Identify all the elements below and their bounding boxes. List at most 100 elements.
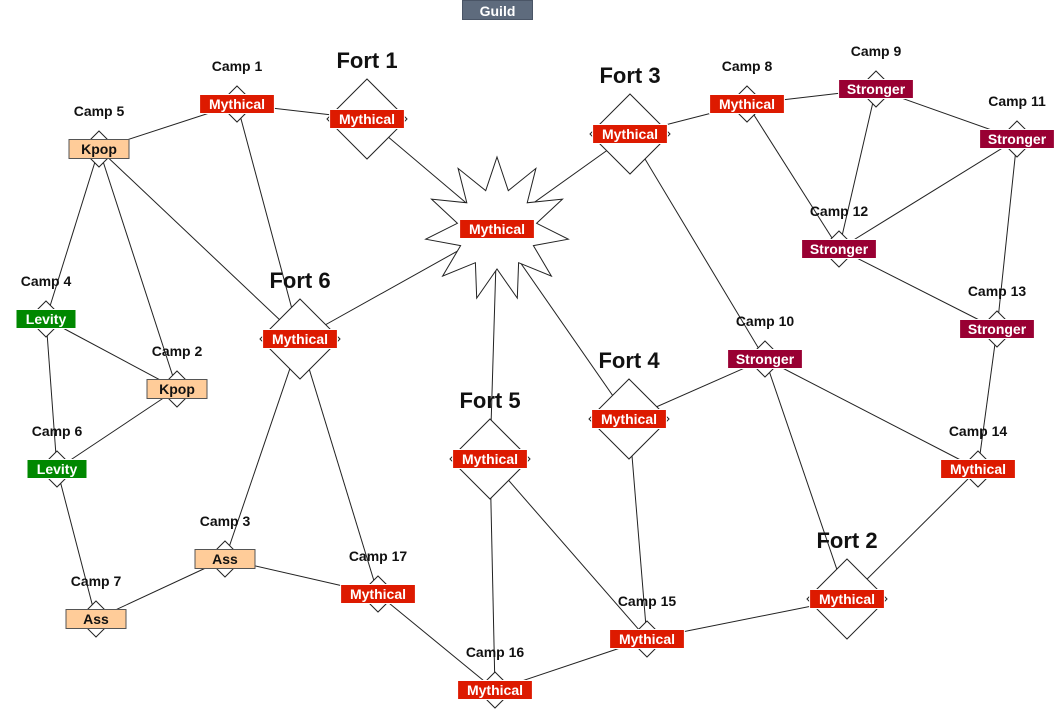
connection-line [236, 103, 301, 340]
camp-owner-badge [959, 319, 1035, 339]
fort-owner-badge [591, 409, 667, 429]
camp-name-label: Camp 1 [212, 58, 263, 74]
connection-line [299, 338, 379, 595]
camp-11-node[interactable]: Stronger Camp 11 [979, 93, 1055, 158]
fort-name-label: Fort 1 [336, 48, 397, 73]
camp-name-label: Camp 10 [736, 313, 795, 329]
camp-owner-badge [68, 139, 130, 159]
connection-line [56, 468, 97, 620]
camp-name-label: Camp 6 [32, 423, 83, 439]
camp-owner-label: Stronger [988, 131, 1047, 147]
camp-owner-label: Mythical [619, 631, 675, 647]
camp-13-node[interactable]: Stronger Camp 13 [959, 283, 1035, 348]
connection-line [56, 388, 178, 470]
camp-owner-badge [146, 379, 208, 399]
camp-owner-label: Stronger [847, 81, 906, 97]
camp-owner-label: Mythical [950, 461, 1006, 477]
connection-line [489, 458, 648, 640]
camp-owner-badge [65, 609, 127, 629]
connection-line [45, 148, 100, 320]
connection-line [98, 148, 178, 390]
fort-owner-label: Mythical [819, 591, 875, 607]
camp-owner-badge [801, 239, 877, 259]
camp-owner-badge [727, 349, 803, 369]
camp-name-label: Camp 11 [988, 93, 1046, 109]
connection-line [98, 148, 301, 340]
connection-line [746, 103, 840, 250]
camp-name-label: Camp 3 [200, 513, 251, 529]
camp-owner-badge [199, 94, 275, 114]
camp-owner-label: Mythical [719, 96, 775, 112]
camp-1-node[interactable]: Mythical Camp 1 [199, 58, 275, 123]
fort-name-label: Fort 4 [598, 348, 660, 373]
camp-name-label: Camp 7 [71, 573, 122, 589]
connection-line [377, 593, 496, 691]
camp-10-node[interactable]: Stronger Camp 10 [727, 313, 803, 378]
connection-line [996, 138, 1018, 330]
fort-owner-badge [592, 124, 668, 144]
camp-name-label: Camp 16 [466, 644, 525, 660]
fort-owner-badge [809, 589, 885, 609]
fort-1-node[interactable]: Mythical Fort 1 [326, 48, 408, 160]
camp-owner-label: Stronger [736, 351, 795, 367]
camp-owner-badge [940, 459, 1016, 479]
fort-owner-label: Mythical [339, 111, 395, 127]
connection-line [838, 248, 998, 330]
camp-owner-label: Levity [26, 311, 67, 327]
camp-name-label: Camp 14 [949, 423, 1008, 439]
fort-owner-label: Mythical [462, 451, 518, 467]
camp-owner-badge [194, 549, 256, 569]
fort-name-label: Fort 5 [459, 388, 520, 413]
fort-name-label: Fort 2 [816, 528, 877, 553]
camp-owner-label: Ass [212, 551, 238, 567]
camp-4-node[interactable]: Levity Camp 4 [15, 273, 77, 338]
camp-15-node[interactable]: Mythical Camp 15 [609, 593, 685, 658]
fort-owner-badge [329, 109, 405, 129]
camp-owner-label: Stronger [968, 321, 1027, 337]
connection-line [224, 338, 301, 560]
camp-name-label: Camp 5 [74, 103, 125, 119]
connection-line [838, 138, 1018, 250]
camp-owner-badge [15, 309, 77, 329]
camp-owner-badge [609, 629, 685, 649]
fort-2-node[interactable]: Mythical Fort 2 [806, 528, 888, 640]
camp-14-node[interactable]: Mythical Camp 14 [940, 423, 1016, 488]
camp-name-label: Camp 15 [618, 593, 677, 609]
camp-owner-label: Mythical [209, 96, 265, 112]
camp-owner-badge [838, 79, 914, 99]
camp-3-node[interactable]: Ass Camp 3 [194, 513, 256, 578]
camp-name-label: Camp 4 [21, 273, 72, 289]
fort-5-node[interactable]: Mythical Fort 5 [449, 388, 531, 500]
connection-line [977, 328, 998, 470]
connection-line [846, 468, 979, 600]
fort-owner-badge [452, 449, 528, 469]
center-owner-badge [459, 219, 535, 239]
fort-4-node[interactable]: Mythical Fort 4 [588, 348, 670, 460]
center-castle-node[interactable]: Mythical [424, 155, 570, 300]
fort-name-label: Fort 6 [269, 268, 330, 293]
guild-button[interactable]: Guild [462, 0, 533, 20]
connection-line [764, 358, 848, 600]
camp-name-label: Camp 13 [968, 283, 1027, 299]
fort-owner-badge [262, 329, 338, 349]
connection-line [45, 318, 58, 470]
camp-owner-badge [340, 584, 416, 604]
connection-line [764, 358, 979, 470]
fort-owner-label: Mythical [601, 411, 657, 427]
connection-line [45, 318, 178, 390]
camp-owner-label: Kpop [159, 381, 195, 397]
connection-line [629, 133, 766, 360]
